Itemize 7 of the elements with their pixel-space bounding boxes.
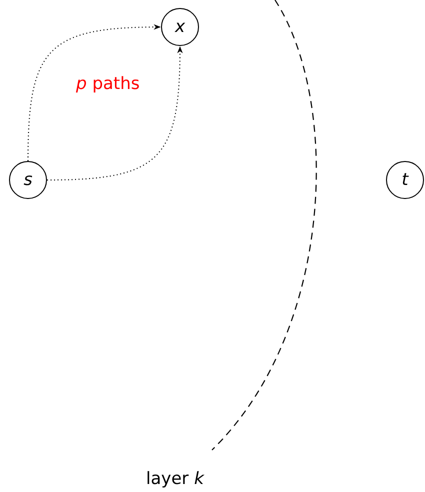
text-label: p paths	[76, 73, 140, 96]
dotted-arrow	[46, 46, 183, 180]
dotted-arrow	[28, 24, 161, 162]
node-label: t	[402, 172, 408, 188]
node-label: s	[24, 172, 32, 188]
text-label: layer k	[146, 468, 204, 491]
node-label: x	[174, 18, 186, 36]
